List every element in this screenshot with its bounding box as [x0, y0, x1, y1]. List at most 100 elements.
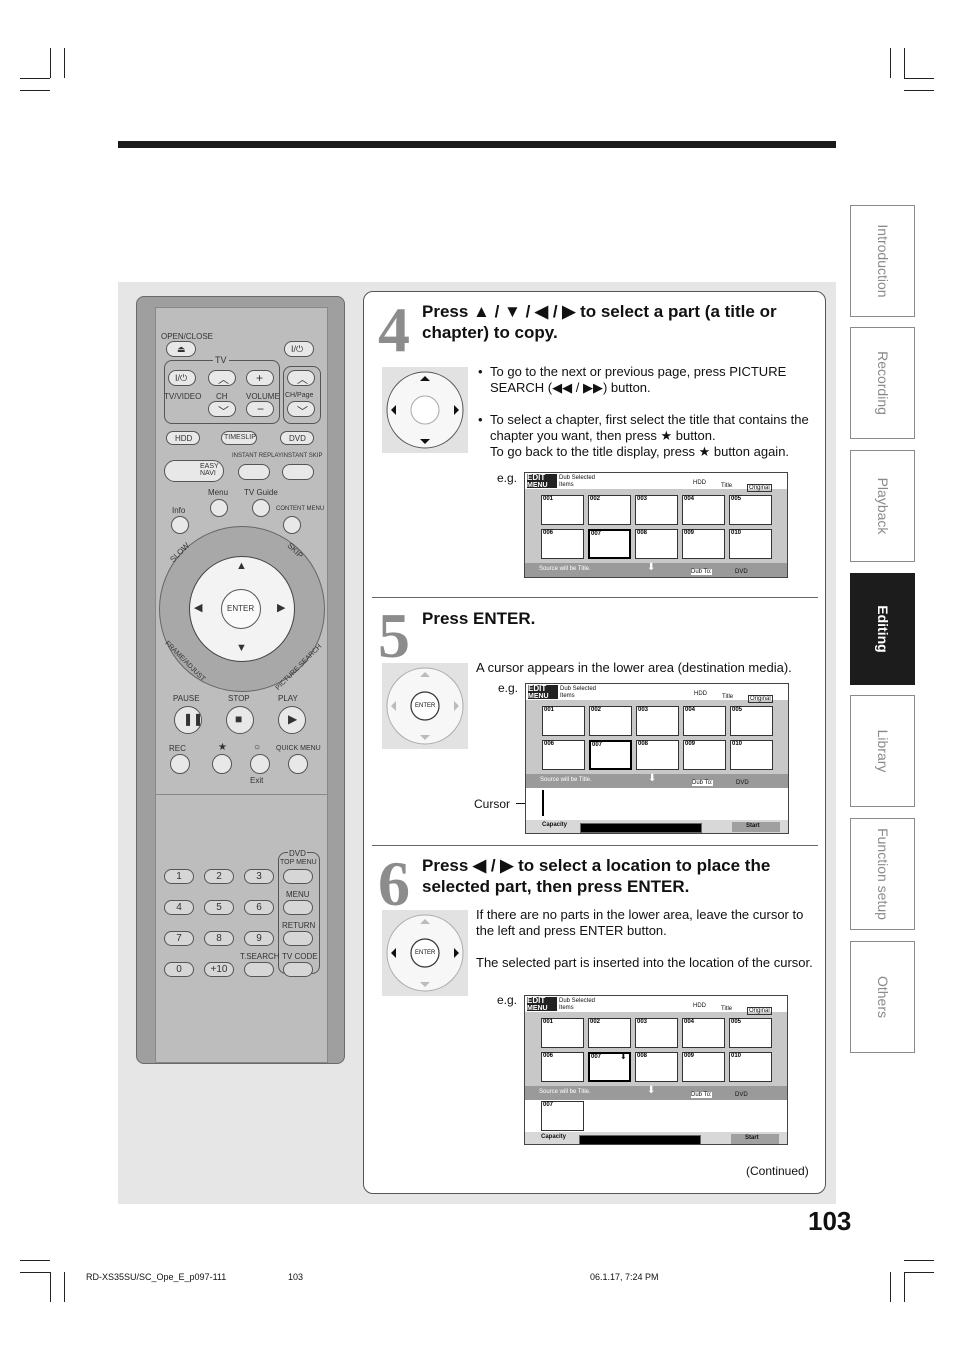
thumbnail-label: 006	[543, 530, 554, 536]
thumbnail: 008	[635, 1052, 678, 1082]
thumbnail-label: 009	[684, 530, 695, 536]
source-note: Source will be Title.	[539, 566, 591, 572]
source-bar	[526, 774, 788, 788]
volume-up-button: +	[246, 370, 274, 386]
thumbnail-label: 010	[731, 1053, 742, 1059]
remote-label: CONTENT MENU	[276, 506, 325, 512]
crop-mark	[20, 1260, 50, 1261]
step-divider	[372, 597, 818, 598]
start-button: Start	[732, 822, 780, 832]
thumbnail: 010	[729, 1052, 772, 1082]
remote-control-illustration: OPEN/CLOSE ⏏ I/⏻ TV I/⏻ ︿ + TV/VIDEO CH …	[136, 296, 345, 1064]
thumbnail-label: 006	[543, 1053, 554, 1059]
thumbnail: 010	[729, 529, 772, 559]
logo-text: MENU	[527, 482, 548, 489]
source-note: Source will be Title.	[539, 1089, 591, 1095]
arrow-up-icon: ▲	[236, 560, 247, 572]
tab-function-setup[interactable]: Function setup	[850, 818, 915, 930]
screen-heading: Items	[560, 693, 575, 699]
screen-header	[525, 996, 787, 1012]
top-menu-button	[283, 869, 313, 884]
start-button: Start	[731, 1134, 779, 1144]
crop-mark	[890, 48, 891, 78]
remote-label: INSTANT REPLAY	[232, 453, 283, 459]
thumbnail-label: 009	[685, 741, 696, 747]
screen-source: HDD	[693, 1003, 706, 1009]
crop-mark	[64, 1272, 65, 1302]
dub-to-label: Dub To:	[691, 1092, 712, 1098]
number-button: 1	[164, 869, 194, 884]
thumbnail-label: 007	[592, 742, 603, 748]
arrow-down-icon: ⬇	[647, 562, 656, 573]
arrow-right-icon: ▶	[277, 602, 286, 614]
info-button	[171, 516, 189, 534]
enter-label: ENTER	[415, 703, 436, 709]
step-bullet: To select a chapter, first select the ti…	[490, 412, 809, 443]
thumbnail: 009	[682, 529, 725, 559]
exit-button	[250, 754, 270, 774]
ch-page-section	[283, 366, 321, 424]
enter-pad-illustration: ENTER	[382, 910, 468, 996]
step-bullet: To go back to the title display, press ★…	[490, 444, 790, 459]
number-button: 4	[164, 900, 194, 915]
screen-heading: Items	[559, 482, 574, 488]
arrow-down-icon: ⬇	[647, 1085, 656, 1096]
thumbnail-label: 008	[637, 530, 648, 536]
thumbnail: 006	[541, 529, 584, 559]
tab-others[interactable]: Others	[850, 941, 915, 1053]
remote-label: Info	[172, 506, 186, 515]
thumbnail: 002	[588, 495, 631, 525]
capacity-meter	[580, 823, 702, 833]
plus-icon: +	[256, 371, 264, 385]
thumbnail-label: 005	[732, 707, 743, 713]
remote-label: OPEN/CLOSE	[161, 332, 214, 341]
tab-recording[interactable]: Recording	[850, 327, 915, 439]
thumbnail-label: 010	[732, 741, 743, 747]
thumbnail: 004	[682, 1018, 725, 1048]
screen-mode: Title	[722, 694, 734, 700]
logo-text: EDIT	[527, 473, 546, 482]
tab-editing[interactable]: Editing	[850, 573, 915, 685]
thumbnail-label: 005	[731, 496, 742, 502]
screen-heading: Dub Selected	[559, 998, 596, 1004]
number-button: 5	[204, 900, 234, 915]
ch-up-button: ︿	[208, 370, 236, 386]
step-number: 4	[378, 294, 410, 365]
thumbnail: 003	[635, 495, 678, 525]
enter-label: ENTER	[415, 950, 436, 956]
screen-heading: Dub Selected	[560, 686, 597, 692]
logo-text: EDIT	[528, 684, 547, 693]
play-icon: ▶	[288, 712, 298, 726]
tab-label: Others	[874, 975, 891, 1019]
thumbnail-label: 008	[637, 1053, 648, 1059]
thumbnail-label: 006	[544, 741, 555, 747]
cursor-label: Cursor	[474, 797, 511, 811]
screen-mode: Title	[721, 483, 733, 489]
crop-mark	[20, 1272, 50, 1273]
page-number: 103	[808, 1206, 852, 1236]
thumbnail-label: 007	[543, 1102, 554, 1108]
destination-label: DVD	[736, 780, 749, 786]
tab-introduction[interactable]: Introduction	[850, 205, 915, 317]
tab-playback[interactable]: Playback	[850, 450, 915, 562]
tab-label: Library	[874, 729, 891, 773]
pause-button: ❚❚	[174, 706, 203, 734]
tab-label: Playback	[874, 477, 891, 535]
tab-library[interactable]: Library	[850, 695, 915, 807]
remote-label: TV CODE	[282, 952, 318, 961]
thumbnail: 008	[636, 740, 679, 770]
step-number: 5	[378, 600, 410, 671]
thumbnail: 005	[729, 1018, 772, 1048]
crop-mark	[20, 78, 50, 79]
minus-icon: −	[257, 402, 265, 416]
crop-mark	[890, 1272, 891, 1302]
arrow-down-icon: ⬇	[648, 773, 657, 784]
thumbnail-label: 005	[731, 1019, 742, 1025]
chevron-down-icon: ﹀	[218, 406, 229, 418]
thumbnail-label: 004	[684, 1019, 695, 1025]
destination-label: DVD	[735, 1092, 748, 1098]
instant-replay-button	[238, 464, 270, 480]
number-button: 3	[244, 869, 274, 884]
